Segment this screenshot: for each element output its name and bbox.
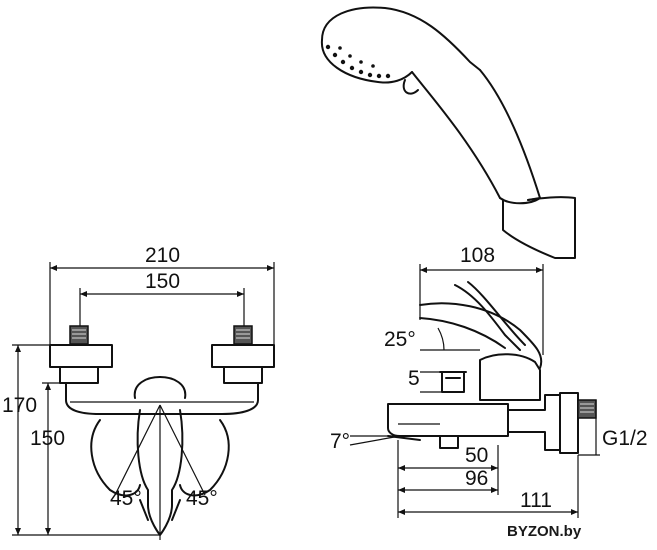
dim-96: 96: [465, 467, 488, 490]
dim-210: 210: [145, 244, 180, 267]
angle-7: 7°: [330, 430, 350, 453]
angle-right: 45°: [186, 487, 218, 510]
angle-25: 25°: [384, 328, 416, 351]
dim-5: 5: [408, 367, 420, 390]
dim-111: 111: [520, 489, 552, 512]
front-view: [12, 262, 275, 540]
hand-shower: [320, 6, 576, 259]
dim-150-centers: 150: [145, 270, 180, 293]
dim-170: 170: [2, 394, 37, 417]
nozzle-dots: [325, 44, 391, 79]
angle-left: 45°: [110, 487, 142, 510]
thread-g12: G1/2: [602, 427, 648, 450]
dim-108: 108: [460, 244, 495, 267]
watermark: BYZON.by: [507, 523, 582, 540]
side-view: [349, 264, 600, 518]
dim-150-height: 150: [30, 427, 65, 450]
dim-50: 50: [465, 444, 488, 467]
